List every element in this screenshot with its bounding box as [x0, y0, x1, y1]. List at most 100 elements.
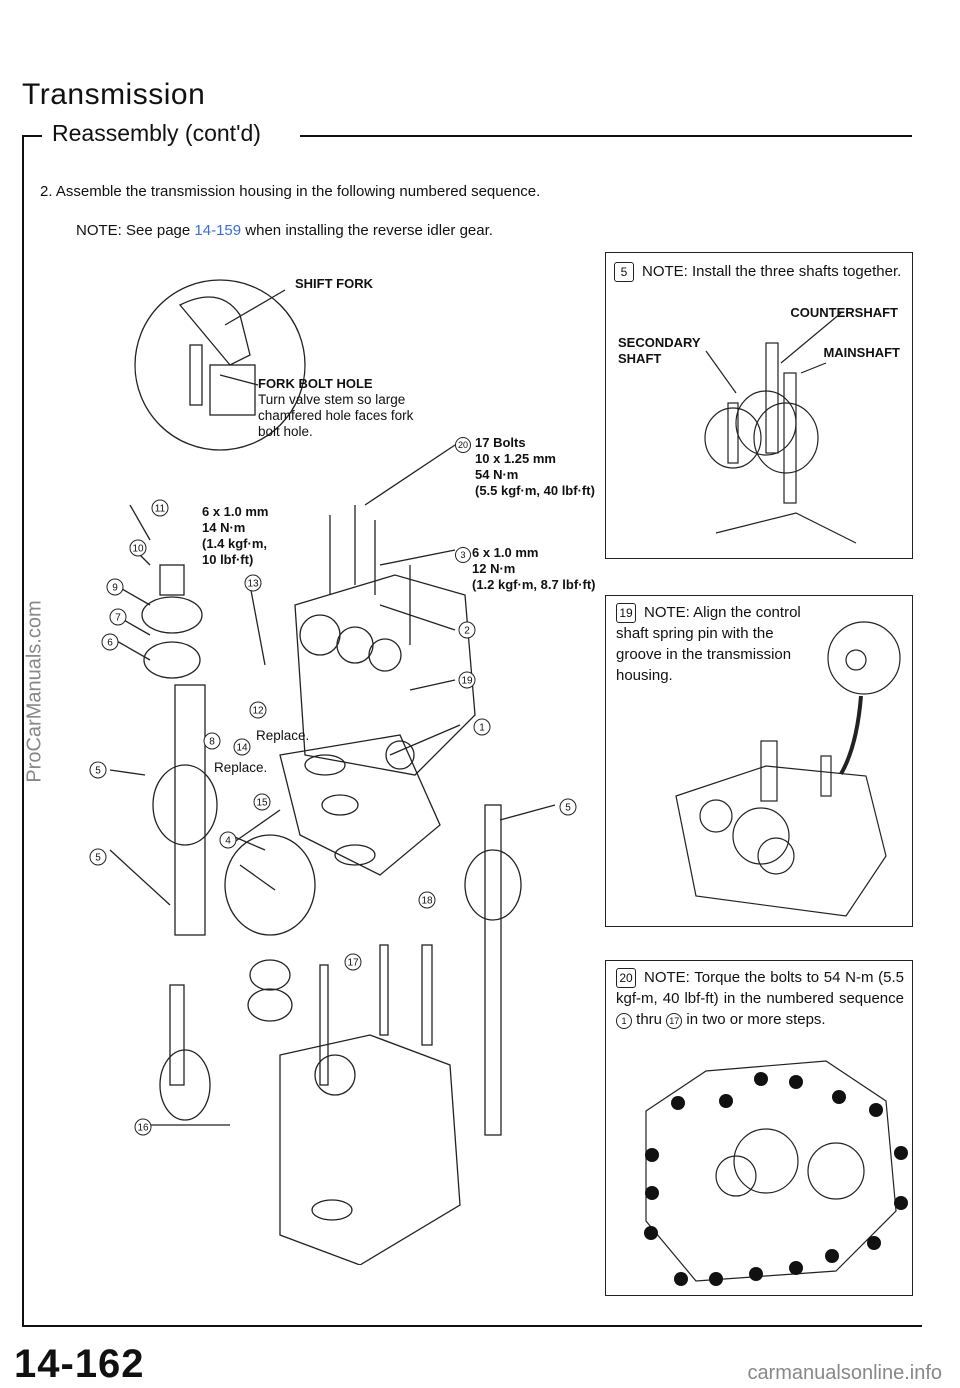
subtitle-rule-right	[300, 135, 912, 137]
callout-circle-18	[418, 891, 436, 909]
spec-11-line-a: 6 x 1.0 mm	[202, 504, 269, 519]
panel-5-number: 5	[614, 262, 634, 282]
section-subtitle: Reassembly (cont'd)	[52, 120, 261, 146]
label-shift-fork: SHIFT FORK	[295, 276, 373, 291]
bolt-sequence-illustration	[644, 1060, 908, 1286]
callout-label-11: 11	[155, 504, 166, 515]
subtitle-rule-left	[22, 135, 42, 137]
circled-17: 17	[666, 1013, 683, 1029]
spec-20-line-c: 54 N·m	[475, 467, 519, 482]
spec-11-line-c: (1.4 kgf·m,	[202, 536, 268, 551]
spec-20-text: 17 Bolts 10 x 1.25 mm 54 N·m (5.5 kgf·m,…	[475, 435, 595, 499]
callout-label-10: 10	[132, 544, 144, 555]
panel-20-text-b: in two or more steps.	[686, 1011, 826, 1028]
page-number: 14-162	[14, 1342, 145, 1386]
callout-label-17: 17	[347, 958, 359, 969]
shafts-illustration	[704, 312, 857, 544]
spec-11-line-b: 14 N·m	[202, 520, 246, 535]
callout-circle-5	[89, 848, 107, 866]
watermark-left: ProCarManuals.com	[23, 600, 46, 783]
spec-3-text: 6 x 1.0 mm 12 N·m (1.2 kgf·m, 8.7 lbf·ft…	[472, 545, 596, 593]
callout-circle-11	[151, 499, 169, 517]
page-link[interactable]: 14-159	[194, 222, 242, 239]
callout-circle-5	[89, 761, 107, 779]
callout-label-5: 5	[95, 853, 101, 864]
circled-1: 1	[616, 1013, 632, 1029]
bottom-rule	[22, 1325, 922, 1327]
callout-circle-15	[253, 793, 271, 811]
instruction-step: 2. Assemble the transmission housing in …	[40, 183, 541, 200]
spec-3-num: 3	[455, 547, 471, 563]
left-margin-rule	[22, 135, 24, 1325]
callout-label-2: 2	[464, 626, 470, 637]
spring-pin-illustration	[675, 621, 901, 917]
callout-circle-6	[101, 633, 119, 651]
callout-label-4: 4	[225, 836, 231, 847]
callout-label-6: 6	[107, 638, 113, 649]
note-prefix: NOTE: See page	[76, 222, 195, 239]
page-title: Transmission	[22, 78, 206, 111]
callout-circle-8	[203, 732, 221, 750]
spec-20-line-b: 10 x 1.25 mm	[475, 451, 556, 466]
callout-label-18: 18	[421, 896, 433, 907]
callout-label-19: 19	[461, 676, 473, 687]
label-mainshaft: MAINSHAFT	[823, 345, 900, 360]
callout-circle-17	[344, 953, 362, 971]
callout-circle-1	[473, 718, 491, 736]
callout-circle-13	[244, 574, 262, 592]
instruction-note: NOTE: See page 14-159 when installing th…	[76, 222, 493, 239]
callout-circle-14	[233, 738, 251, 756]
spec-3-line-b: 12 N·m	[472, 561, 516, 576]
callout-circle-19	[458, 671, 476, 689]
spec-20-num: 20	[455, 437, 471, 453]
label-fork-bolt-hole: FORK BOLT HOLE	[258, 376, 373, 391]
callout-label-7: 7	[115, 613, 121, 624]
panel-5-note: 5 NOTE: Install the three shafts together…	[614, 261, 904, 282]
label-replace-1: Replace.	[256, 728, 310, 743]
spec-3-line-c: (1.2 kgf·m, 8.7 lbf·ft)	[472, 577, 596, 592]
note-suffix: when installing the reverse idler gear.	[241, 222, 493, 239]
spec-11-text: 6 x 1.0 mm 14 N·m (1.4 kgf·m, 10 lbf·ft)	[202, 504, 269, 568]
panel-19-text: NOTE: Align the control shaft spring pin…	[616, 604, 801, 684]
callout-label-5: 5	[565, 803, 571, 814]
spec-3-line-a: 6 x 1.0 mm	[472, 545, 539, 560]
panel-5-text: NOTE: Install the three shafts together.	[642, 263, 902, 280]
callout-label-15: 15	[256, 798, 268, 809]
callout-label-5: 5	[95, 766, 101, 777]
panel-20-thru: thru	[636, 1011, 663, 1028]
callout-circle-2	[458, 621, 476, 639]
spec-20-bolts: 20	[455, 435, 471, 453]
spec-3: 3	[455, 545, 471, 563]
panel-20-text-a: NOTE: Torque the bolts to 54 N-m (5.5 kg…	[616, 969, 904, 1007]
spec-11-line-d: 10 lbf·ft)	[202, 552, 254, 567]
label-fork-bolt-desc: Turn valve stem so large chamfered hole …	[258, 392, 414, 439]
callout-label-13: 13	[247, 579, 259, 590]
callout-circle-5	[559, 798, 577, 816]
callout-label-8: 8	[209, 737, 215, 748]
callout-circle-9	[106, 578, 124, 596]
callout-circle-7	[109, 608, 127, 626]
spec-20-line-d: (5.5 kgf·m, 40 lbf·ft)	[475, 483, 595, 498]
callout-label-12: 12	[252, 706, 264, 717]
label-secondary-shaft: SECONDARY SHAFT	[618, 335, 701, 366]
callout-circle-10	[129, 539, 147, 557]
callout-label-1: 1	[479, 723, 485, 734]
shift-fork-detail-circle	[134, 279, 306, 451]
callout-circle-16	[134, 1118, 152, 1136]
callout-label-9: 9	[112, 583, 118, 594]
watermark-right: carmanualsonline.info	[747, 1362, 942, 1384]
callout-circle-12	[249, 701, 267, 719]
callout-circle-4	[219, 831, 237, 849]
spec-20-line-a: 17 Bolts	[475, 435, 526, 450]
callout-label-14: 14	[236, 743, 248, 754]
label-countershaft: COUNTERSHAFT	[790, 305, 898, 320]
callout-label-16: 16	[137, 1123, 149, 1134]
panel-install-shafts: 5 NOTE: Install the three shafts together…	[605, 252, 913, 559]
label-replace-2: Replace.	[214, 760, 268, 775]
